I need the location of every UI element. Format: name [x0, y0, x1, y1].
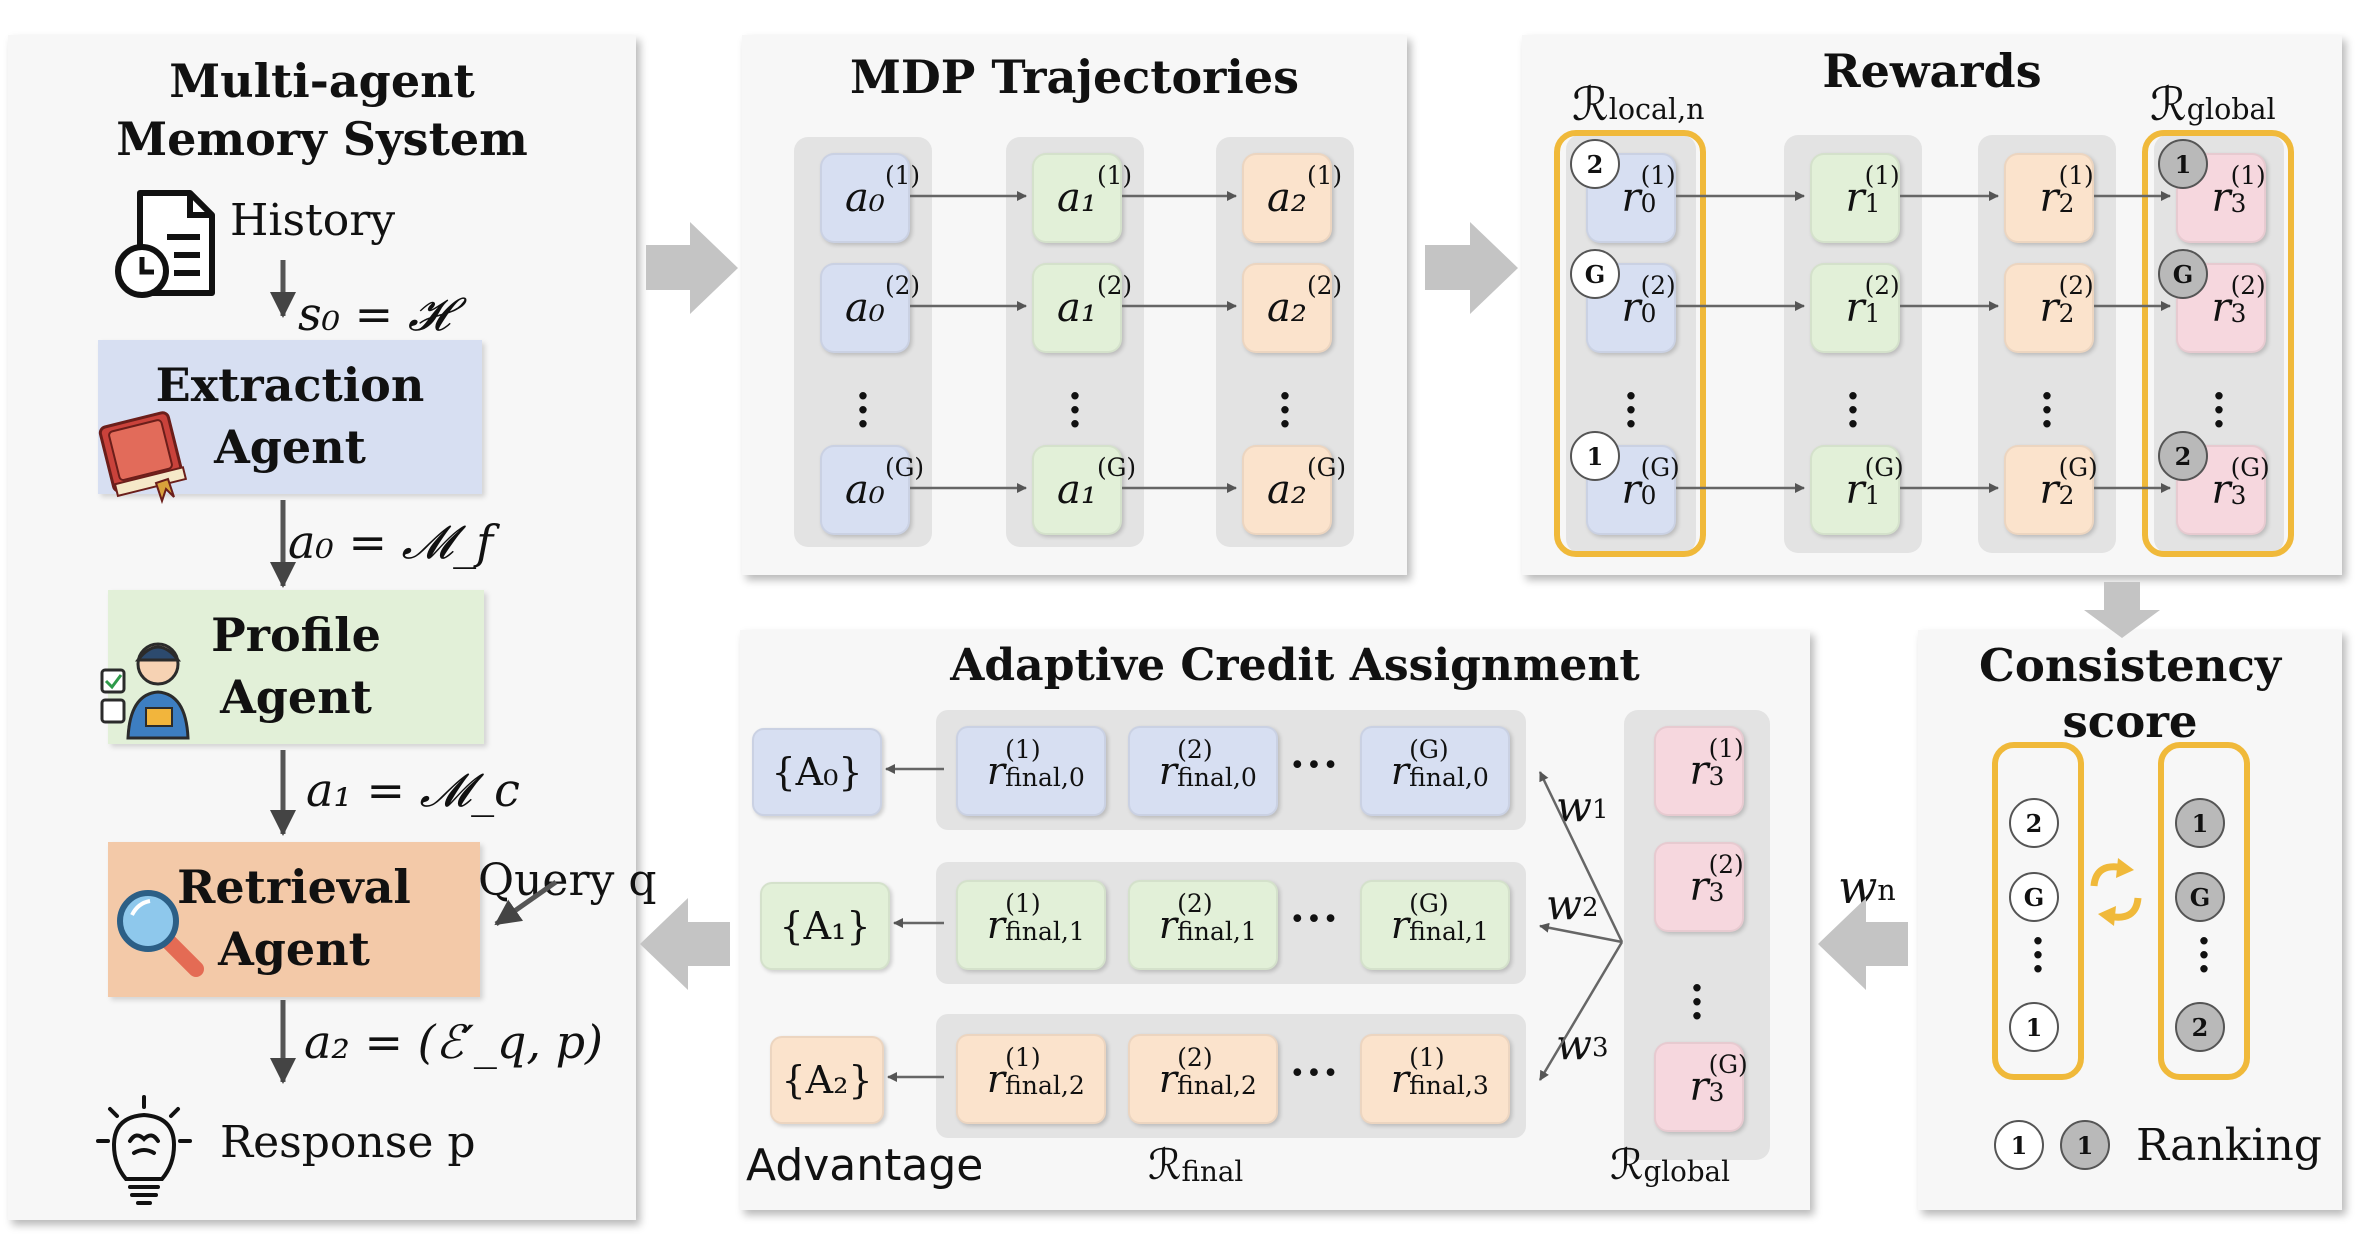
- final-reward-ellipsis: ···: [1290, 894, 1340, 943]
- global-rank-badge: 2: [2158, 431, 2208, 481]
- advantage-node: {A₂}: [770, 1036, 884, 1124]
- mdp-dots-1: ···: [1068, 373, 1082, 448]
- final-reward-ellipsis: ···: [1290, 1048, 1340, 1097]
- rewards-dots-1: ···: [1846, 373, 1860, 448]
- credit-title: Adaptive Credit Assignment: [950, 640, 1640, 691]
- a0-equation: a₀ = 𝓜_f: [288, 515, 494, 569]
- reward-node: r(G)0: [1586, 445, 1680, 535]
- consistency-right-badge: 2: [2175, 1002, 2225, 1052]
- mdp-dots-0: ···: [856, 373, 870, 448]
- retrieval-agent-box: Retrieval Agent: [108, 842, 480, 997]
- rewards-dots-3: ···: [2212, 373, 2226, 448]
- mdp-panel: MDP Trajectories a₀(1) a₁(1) a₂(1) a₀(2) a₁(…: [742, 35, 1407, 575]
- final-reward-ellipsis: ···: [1290, 740, 1340, 789]
- mdp-node: a₀(2): [820, 263, 920, 353]
- reward-node: r(G)2: [2004, 445, 2098, 535]
- final-reward-node: r(1)final,1: [956, 880, 1106, 970]
- credit-panel: Adaptive Credit Assignment {A₀} r(1)final…: [740, 630, 1810, 1210]
- final-reward-node: r(G)final,1: [1360, 880, 1510, 970]
- reward-node: r(G)1: [1810, 445, 1904, 535]
- local-rank-badge: G: [1570, 249, 1620, 299]
- consistency-left-badge: 2: [2009, 798, 2059, 848]
- rewards-dots-0: ···: [1624, 373, 1638, 448]
- reward-node: r(2)2: [2004, 263, 2094, 353]
- consistency-left-highlight: [1992, 742, 2084, 1080]
- mdp-node: a₀(1): [820, 153, 920, 243]
- mdp-title: MDP Trajectories: [849, 50, 1300, 104]
- local-rank-badge: 2: [1570, 139, 1620, 189]
- global-reward-node: r(G)3: [1654, 1042, 1748, 1132]
- reward-node: r(2)1: [1810, 263, 1900, 353]
- mdp-dots-2: ···: [1278, 373, 1292, 448]
- reward-node: r(1)2: [2004, 153, 2094, 243]
- global-reward-node: r(2)3: [1654, 842, 1744, 932]
- final-reward-node: r(1)final,3: [1360, 1034, 1510, 1124]
- local-rank-badge: 1: [1570, 431, 1620, 481]
- consistency-dots-left: ···: [2031, 918, 2045, 993]
- global-reward-node: r(1)3: [1654, 726, 1744, 816]
- mdp-node: a₂(G): [1242, 445, 1346, 535]
- final-reward-node: r(1)final,0: [956, 726, 1106, 816]
- s0-equation: s₀ = 𝓗: [298, 287, 450, 341]
- consistency-right-badge: G: [2175, 872, 2225, 922]
- consistency-left-badge: 1: [2009, 1002, 2059, 1052]
- consistency-dots-right: ···: [2197, 918, 2211, 993]
- memory-system-panel: Multi-agent Memory System History s₀ = 𝓗…: [8, 35, 657, 1220]
- final-reward-node: r(2)final,2: [1128, 1034, 1278, 1124]
- rewards-title: Rewards: [1822, 44, 2042, 98]
- cycle-arrows-icon: [2090, 858, 2142, 926]
- response-label: Response p: [220, 1117, 476, 1168]
- worker-icon: [100, 642, 190, 740]
- mdp-node: a₂(1): [1242, 153, 1342, 243]
- ranking-label: Ranking: [2136, 1120, 2322, 1171]
- mdp-node: a₁(1): [1032, 153, 1132, 243]
- final-reward-node: r(G)final,0: [1360, 726, 1510, 816]
- lightbulb-brain-icon: [96, 1095, 192, 1205]
- local-reward-highlight: [1554, 130, 1706, 557]
- magnifier-icon: [117, 890, 204, 977]
- mdp-node: a₁(G): [1032, 445, 1136, 535]
- credit-global-dots: ···: [1690, 965, 1704, 1040]
- mdp-node: a₂(2): [1242, 263, 1342, 353]
- reward-node: r(1)1: [1810, 153, 1900, 243]
- document-clock-icon: [115, 190, 215, 298]
- global-reward-highlight: [2142, 130, 2294, 557]
- consistency-right-badge: 1: [2175, 798, 2225, 848]
- advantage-node: {A₁}: [760, 882, 890, 970]
- legend-badge-gray: 1: [2060, 1120, 2110, 1170]
- a1-equation: a₁ = 𝓜_c: [306, 763, 520, 817]
- final-reward-node: r(1)final,2: [956, 1034, 1106, 1124]
- final-reward-node: r(2)final,0: [1128, 726, 1278, 816]
- mdp-node: a₀(G): [820, 445, 924, 535]
- final-reward-node: r(2)final,1: [1128, 880, 1278, 970]
- advantage-node: {A₀}: [752, 728, 882, 816]
- advantage-label: Advantage: [746, 1140, 984, 1191]
- memory-system-title: Multi-agent Memory System: [116, 54, 528, 166]
- global-rank-badge: 1: [2158, 139, 2208, 189]
- mdp-node: a₁(2): [1032, 263, 1132, 353]
- global-rank-badge: G: [2158, 249, 2208, 299]
- history-label: History: [230, 195, 396, 246]
- rewards-dots-2: ···: [2040, 373, 2054, 448]
- book-icon: [98, 411, 188, 505]
- consistency-title: Consistency score: [1979, 639, 2281, 749]
- query-label: Query q: [478, 855, 657, 906]
- consistency-right-highlight: [2158, 742, 2250, 1080]
- a2-equation: a₂ = (ℰ′_q, p): [304, 1015, 603, 1069]
- consistency-left-badge: G: [2009, 872, 2059, 922]
- legend-badge-white: 1: [1994, 1120, 2044, 1170]
